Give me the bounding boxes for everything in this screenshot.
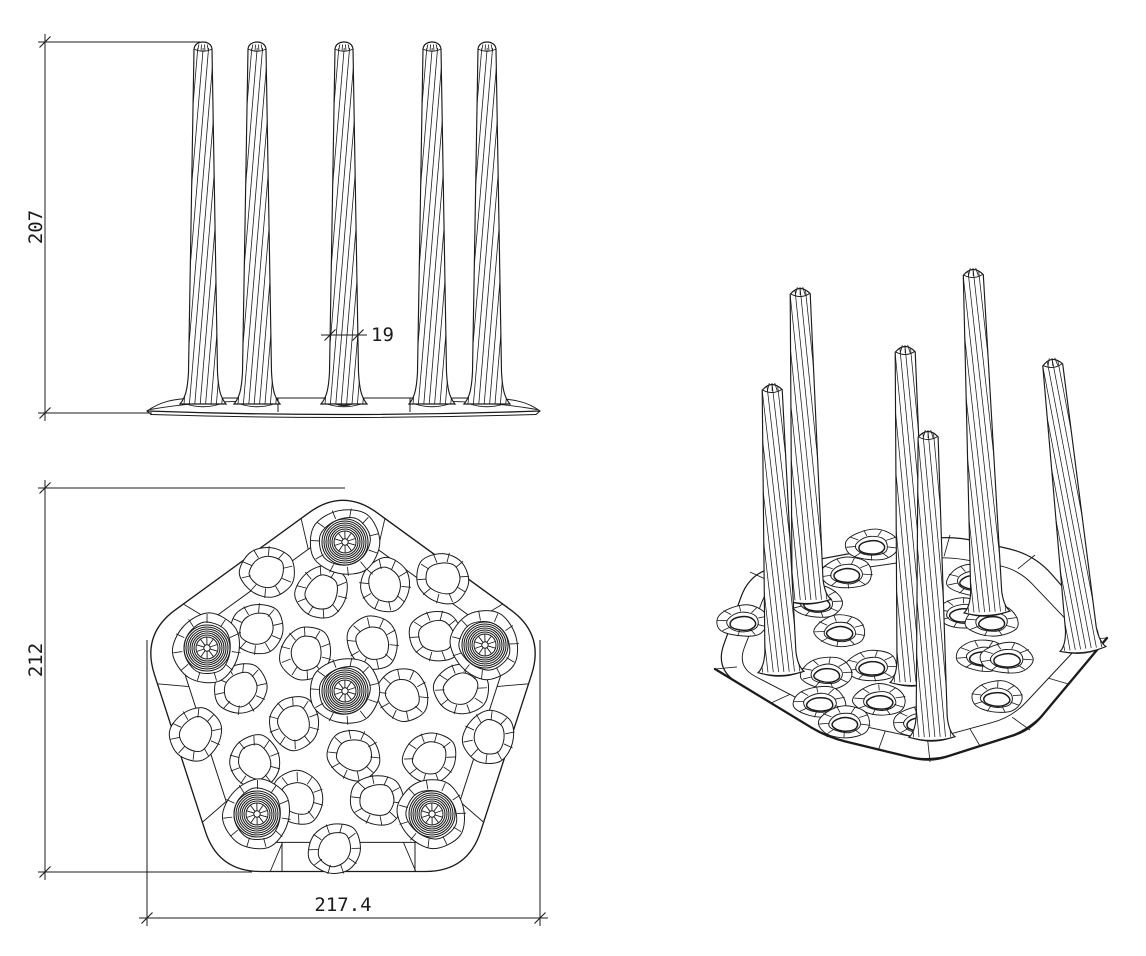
dim-front-height-label: 207 — [25, 210, 47, 244]
front-view — [146, 41, 541, 418]
dim-plan-width-label: 217.4 — [314, 894, 371, 916]
dimension-layer: 207 19 212 217.4 — [25, 34, 548, 926]
dim-spike-diameter-label: 19 — [371, 324, 394, 346]
dim-plan-height-label: 212 — [25, 643, 47, 677]
isometric-view — [713, 267, 1109, 763]
plan-view — [150, 499, 536, 875]
